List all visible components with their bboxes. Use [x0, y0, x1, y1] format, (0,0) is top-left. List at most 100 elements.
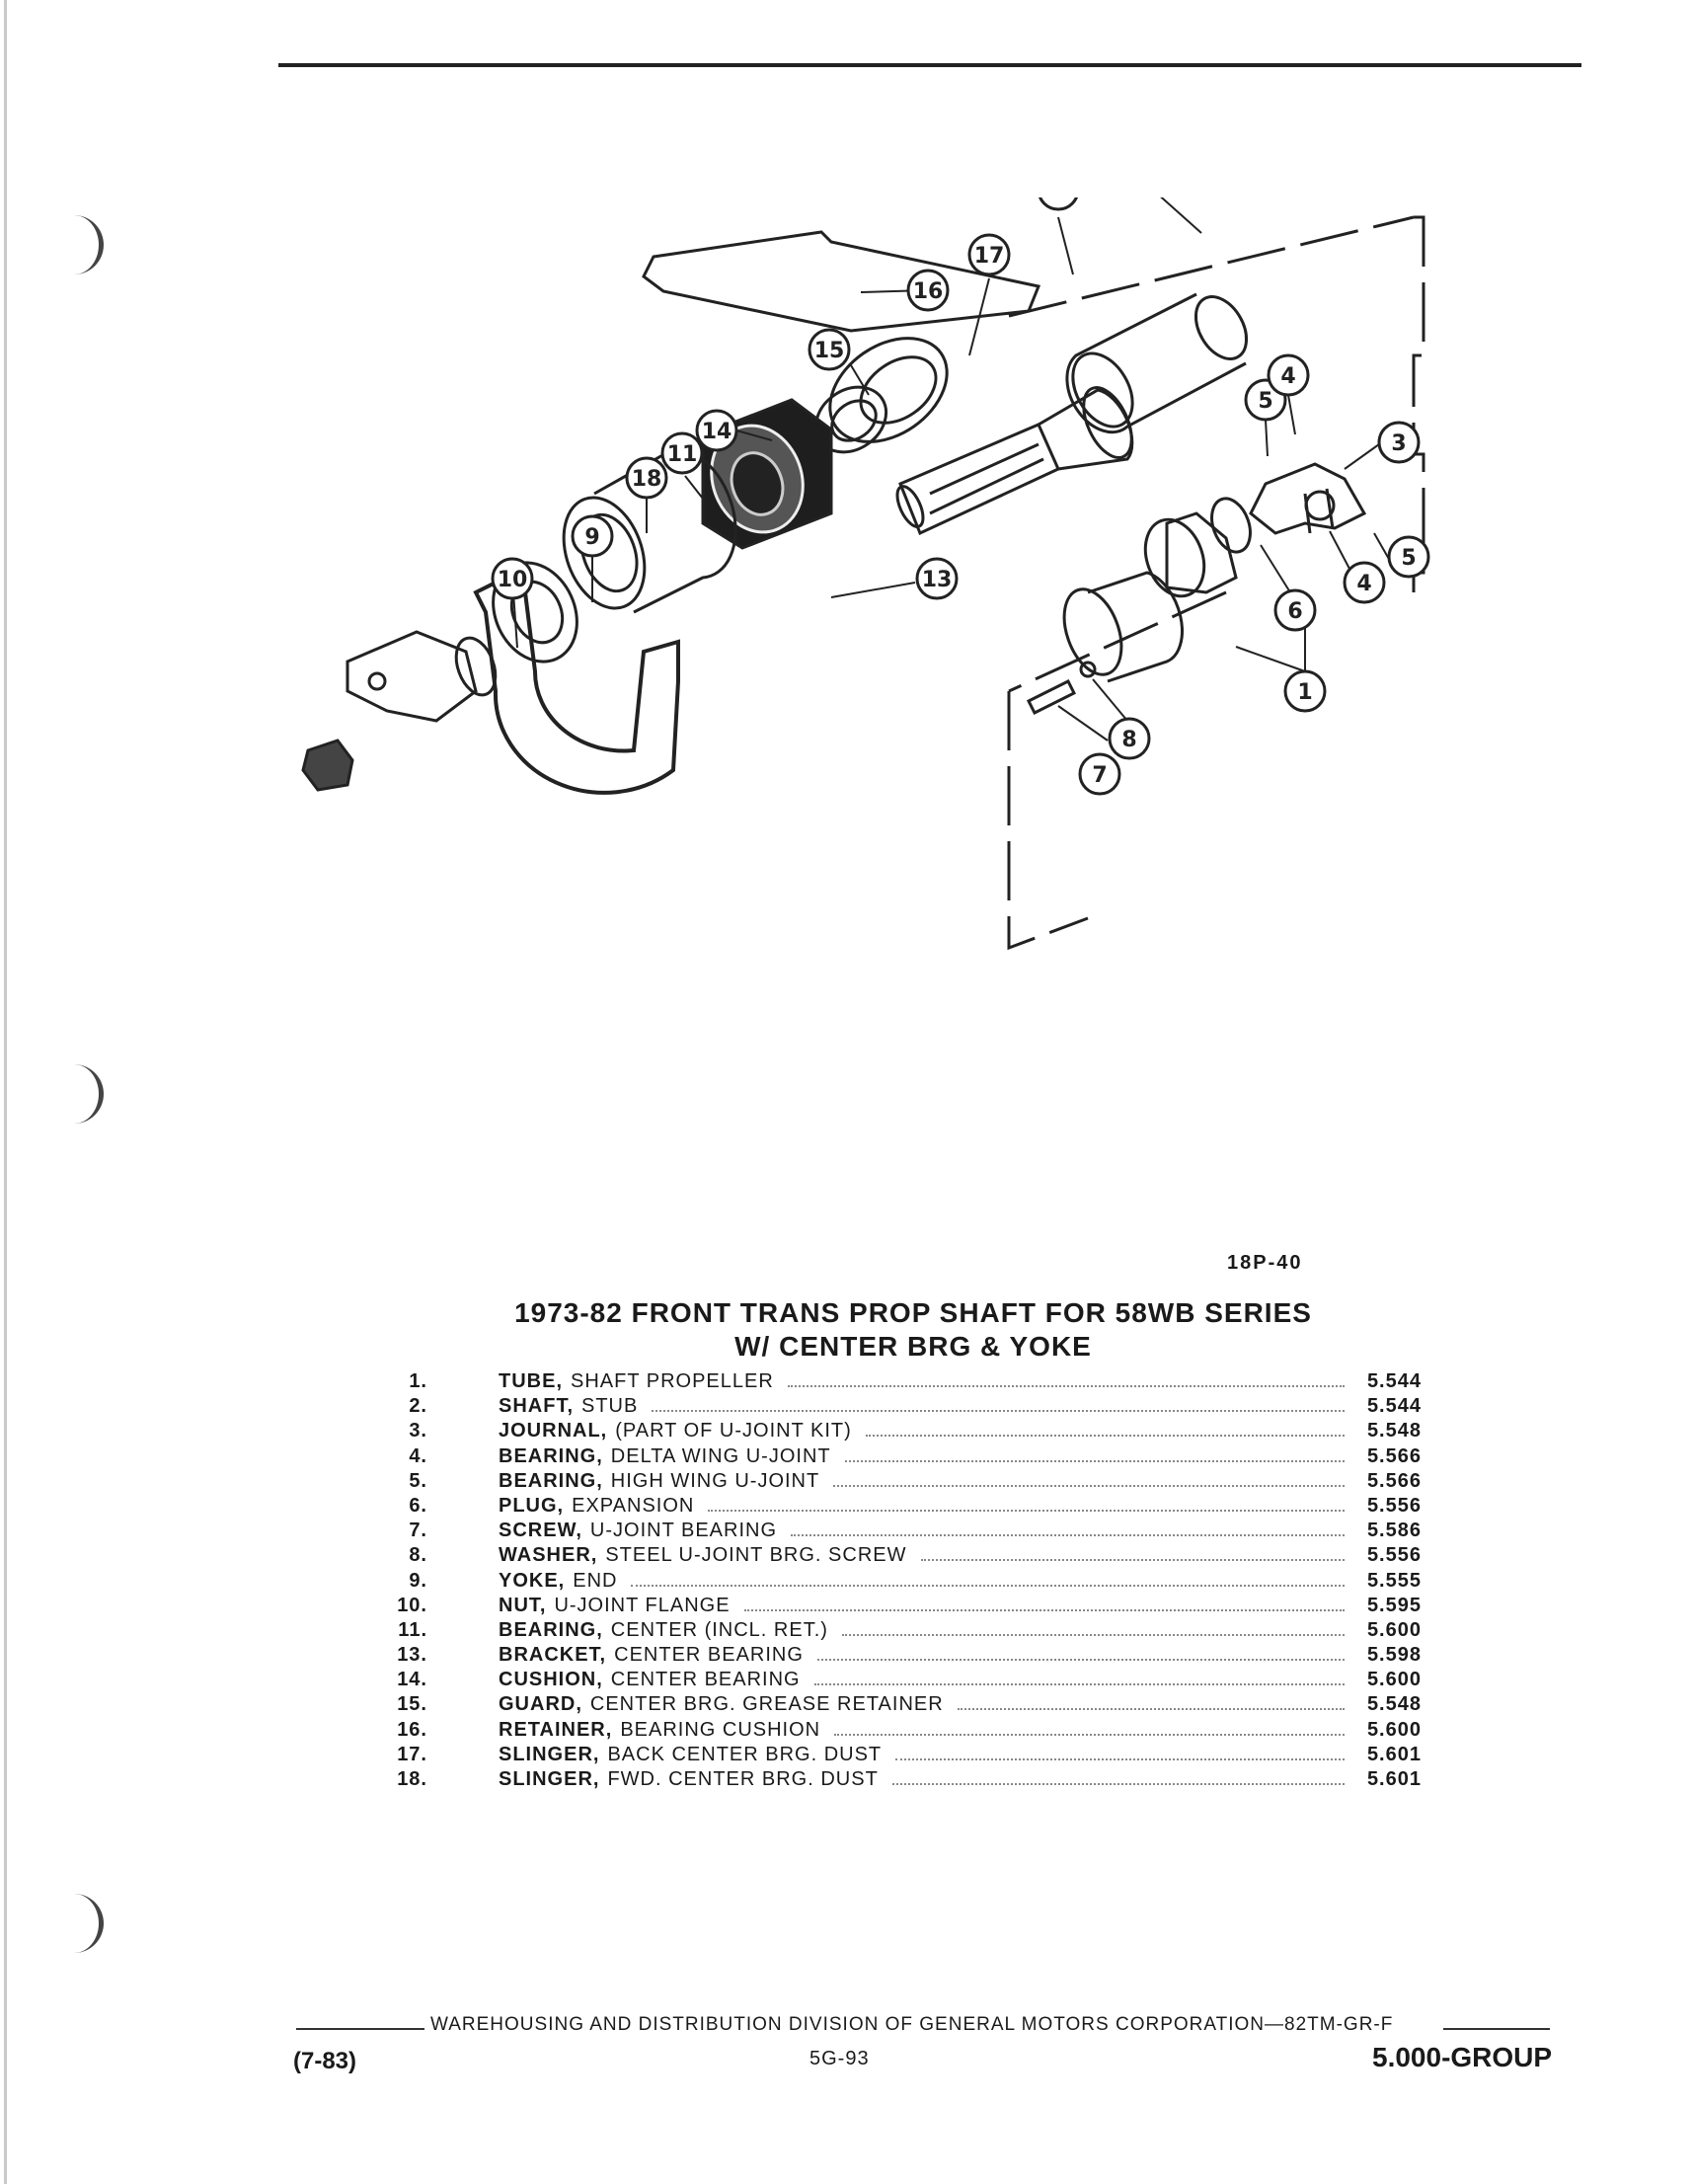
callout-bubble: 13	[915, 557, 959, 600]
callout-text: 17	[974, 244, 1005, 269]
part-number: 10.	[397, 1594, 427, 1616]
part-number: 3.	[409, 1420, 427, 1443]
callout-bubble: 14	[695, 409, 738, 452]
callout-text: 9	[584, 525, 599, 550]
part-name: RETAINER,	[499, 1718, 613, 1741]
part-number: 6.	[409, 1494, 427, 1517]
callout-bubble: 3	[1377, 421, 1421, 464]
part-number: 4.	[409, 1444, 427, 1467]
part-description: DELTA WING U-JOINT	[610, 1444, 831, 1467]
part-name: NUT,	[499, 1594, 547, 1616]
dot-leader	[891, 1783, 1345, 1785]
group-code: 5.548	[1366, 1420, 1422, 1443]
group-code: 5.600	[1366, 1718, 1422, 1741]
nut-part	[301, 739, 354, 792]
parts-list-row: 11.BEARING,CENTER (INCL. RET.)5.600	[375, 1619, 1422, 1644]
dot-leader	[813, 1683, 1345, 1686]
callout-text: 11	[667, 442, 698, 467]
part-description: CENTER BEARING	[610, 1669, 801, 1691]
part-name: WASHER,	[499, 1544, 598, 1567]
group-code: 5.601	[1366, 1768, 1422, 1790]
dot-leader	[841, 1633, 1345, 1636]
part-number: 14.	[397, 1669, 427, 1691]
revision-date: (7-83)	[293, 2048, 357, 2074]
dot-leader	[957, 1708, 1345, 1711]
part-name: SHAFT,	[499, 1395, 574, 1418]
page-number: 5G-93	[809, 2048, 870, 2069]
part-description: U-JOINT FLANGE	[554, 1594, 731, 1616]
callout-text: 6	[1287, 599, 1302, 624]
part-name: SCREW,	[499, 1520, 582, 1542]
page-title-line-2: W/ CENTER BRG & YOKE	[734, 1331, 1092, 1362]
part-number: 2.	[409, 1395, 427, 1418]
callout-bubble: 9	[571, 514, 614, 558]
dot-leader	[791, 1534, 1345, 1537]
footer-text: WAREHOUSING AND DISTRIBUTION DIVISION OF…	[430, 2014, 1394, 2035]
callout-text: 5	[1258, 389, 1272, 414]
group-code: 5.566	[1366, 1469, 1422, 1492]
callout-bubble: 15	[808, 328, 851, 371]
washer-part	[1079, 661, 1097, 678]
punch-hole-mark	[69, 1894, 104, 1953]
group-code: 5.598	[1366, 1644, 1422, 1667]
callout-bubble: 5	[1244, 378, 1287, 422]
callout-text: 3	[1391, 431, 1406, 456]
part-number: 15.	[397, 1693, 427, 1716]
parts-list-row: 3.JOURNAL,(PART OF U-JOINT KIT)5.548	[375, 1420, 1422, 1444]
callout-bubble: 6	[1273, 588, 1317, 632]
callout-bubble: 2	[1039, 197, 1078, 211]
screw-part	[1026, 678, 1077, 716]
part-name: BEARING,	[499, 1618, 603, 1641]
group-code: 5.600	[1366, 1618, 1422, 1641]
parts-list-row: 10. NUT, U-JOINT FLANGE 5.595	[375, 1595, 1422, 1619]
part-number: 16.	[397, 1718, 427, 1741]
part-number: 13.	[397, 1644, 427, 1667]
binder-edge	[4, 0, 7, 2184]
callout-bubble: 4	[1267, 353, 1310, 397]
part-description: CENTER (INCL. RET.)	[610, 1618, 828, 1641]
yoke-part	[346, 630, 498, 723]
callout-text: 4	[1280, 364, 1295, 389]
group-code: 5.595	[1366, 1594, 1422, 1616]
part-description: CENTER BEARING	[614, 1644, 804, 1667]
footer-rule-left	[296, 2028, 424, 2030]
top-rule	[278, 63, 1581, 67]
dot-leader	[834, 1733, 1345, 1736]
part-number: 7.	[409, 1520, 427, 1542]
dot-leader	[816, 1659, 1345, 1662]
dot-leader	[743, 1608, 1345, 1611]
part-name: PLUG,	[499, 1494, 565, 1517]
callout-labels: 1 2 17 16 15 14 11 18 9 10 13 5 4 3 6 4 …	[491, 197, 1430, 796]
callout-text: 14	[702, 420, 732, 444]
part-name: GUARD,	[499, 1693, 582, 1716]
weld-yoke-part	[1143, 511, 1238, 598]
part-name: CUSHION,	[499, 1669, 603, 1691]
callout-bubble: 17	[967, 233, 1011, 276]
part-name: SLINGER,	[499, 1743, 600, 1765]
part-number: 5.	[409, 1469, 427, 1492]
dot-leader	[833, 1484, 1345, 1487]
callout-text: 18	[632, 467, 662, 492]
callout-text: 4	[1356, 572, 1371, 596]
callout-text: 2	[1050, 197, 1065, 203]
callout-text: 13	[922, 568, 953, 592]
part-description: STEEL U-JOINT BRG. SCREW	[605, 1544, 907, 1567]
diagram-artwork	[301, 197, 1425, 951]
exploded-parts-diagram: 1 2 17 16 15 14 11 18 9 10 13 5 4 3 6 4 …	[301, 197, 1430, 951]
tube-part	[1065, 292, 1249, 434]
callout-text: 16	[913, 279, 944, 304]
callout-text: 15	[814, 339, 845, 363]
part-number: 9.	[409, 1569, 427, 1592]
bracket-part	[473, 570, 680, 795]
callout-text: 8	[1121, 728, 1136, 752]
part-description: EXPANSION	[572, 1494, 695, 1517]
